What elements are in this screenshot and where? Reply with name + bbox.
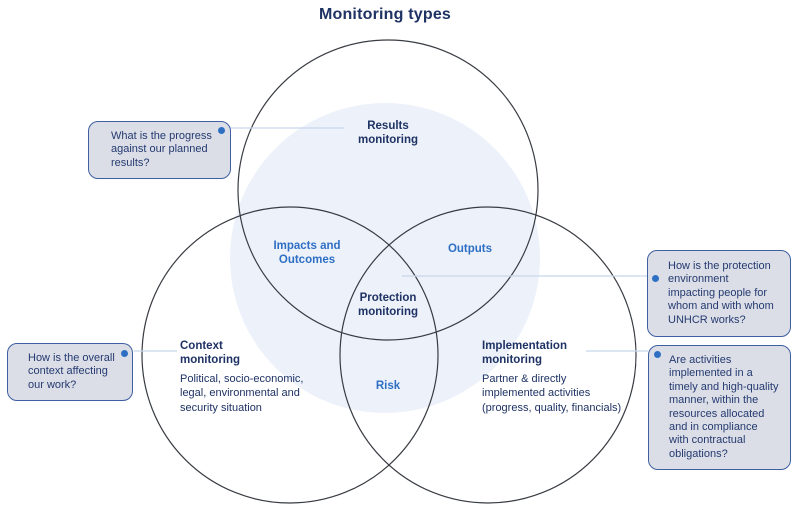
connector-dot-icon — [121, 350, 128, 357]
callout-implementation-question-text: Are activities implemented in a timely a… — [669, 354, 779, 460]
context-monitoring-description: Political, socio-economic, legal, enviro… — [180, 373, 304, 414]
connector-dot-icon — [652, 275, 659, 282]
results-monitoring-label: Results monitoring — [357, 120, 419, 146]
callout-protection-question-text: How is the protection environment impact… — [668, 260, 774, 326]
callout-context-question: How is the overall context affecting our… — [7, 343, 133, 402]
implementation-monitoring-description: Partner & directly implemented activitie… — [482, 373, 622, 414]
outputs-label: Outputs — [447, 243, 493, 255]
callout-implementation-question: Are activities implemented in a timely a… — [648, 345, 791, 471]
implementation-monitoring-label: Implementation monitoring — [482, 340, 567, 366]
connector-dot-icon — [218, 127, 225, 134]
implementation-monitoring-group: Implementation monitoring Partner & dire… — [482, 340, 622, 415]
connector-dot-icon — [654, 351, 661, 358]
callout-results-question-text: What is the progress against our planned… — [111, 130, 212, 169]
callout-protection-question: How is the protection environment impact… — [647, 250, 791, 338]
background-tint-circle — [230, 103, 540, 413]
context-monitoring-label: Context monitoring — [180, 340, 241, 366]
implementation-circle — [339, 206, 637, 504]
callout-context-question-text: How is the overall context affecting our… — [28, 352, 115, 391]
page-title: Monitoring types — [318, 6, 452, 23]
context-circle — [141, 206, 439, 504]
callout-results-question: What is the progress against our planned… — [88, 121, 231, 180]
results-circle — [237, 39, 539, 341]
risk-label: Risk — [375, 380, 401, 392]
context-monitoring-group: Context monitoring Political, socio-econ… — [180, 340, 325, 415]
protection-monitoring-label: Protection monitoring — [357, 292, 419, 318]
impacts-and-outcomes-label: Impacts and Outcomes — [273, 240, 341, 266]
